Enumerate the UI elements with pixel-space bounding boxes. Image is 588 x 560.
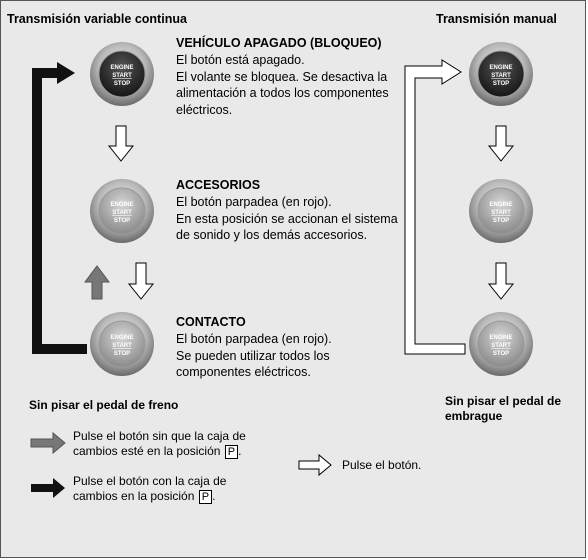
state-on-title: CONTACTO	[176, 315, 246, 329]
legend-black-line1: Pulse el botón con la caja de	[73, 474, 227, 488]
svg-text:ENGINE: ENGINE	[110, 65, 133, 71]
cvt-header: Transmisión variable continua	[7, 12, 187, 26]
manual-caption: Sin pisar el pedal de embrague	[445, 394, 561, 424]
legend-black-text: Pulse el botón con la caja de cambios en…	[73, 474, 226, 504]
svg-text:START: START	[112, 73, 132, 79]
white-down-arrow	[487, 262, 515, 300]
legend-white-arrow	[298, 453, 332, 477]
state-accessory-description: El botón parpadea (en rojo). En esta pos…	[176, 195, 398, 242]
gear-p-box: P	[224, 445, 239, 459]
gear-p-box: P	[198, 490, 213, 504]
svg-text:STOP: STOP	[493, 218, 509, 224]
cvt-caption: Sin pisar el pedal de freno	[29, 398, 179, 412]
engine-button-accessory-cvt: ENGINE START STOP	[90, 179, 154, 243]
manual-header: Transmisión manual	[436, 12, 557, 26]
legend-gray-text: Pulse el botón sin que la caja de cambio…	[73, 429, 246, 459]
svg-text:START: START	[112, 210, 132, 216]
legend-gray-line1: Pulse el botón sin que la caja de	[73, 429, 246, 443]
svg-text:ENGINE: ENGINE	[489, 335, 512, 341]
svg-text:ENGINE: ENGINE	[110, 202, 133, 208]
legend-white-text: Pulse el botón.	[342, 458, 422, 472]
svg-text:STOP: STOP	[114, 81, 130, 87]
black-loop-arrow	[32, 62, 87, 354]
svg-text:START: START	[491, 210, 511, 216]
legend-black-arrow	[31, 478, 65, 498]
svg-text:STOP: STOP	[493, 351, 509, 357]
svg-text:ENGINE: ENGINE	[110, 335, 133, 341]
white-down-arrow	[127, 262, 155, 300]
state-on-description: El botón parpadea (en rojo). Se pueden u…	[176, 332, 332, 379]
engine-button-off-cvt: ENGINE START STOP	[90, 42, 154, 106]
engine-button-off-manual: ENGINE START STOP	[469, 42, 533, 106]
svg-text:STOP: STOP	[114, 218, 130, 224]
svg-text:STOP: STOP	[114, 351, 130, 357]
legend-gray-line2: cambios esté en la posición P.	[73, 444, 242, 459]
manual-caption-line1: Sin pisar el pedal de	[445, 394, 562, 408]
white-down-arrow	[107, 125, 135, 162]
white-loop-arrow	[404, 59, 466, 355]
white-down-arrow	[487, 125, 515, 162]
svg-text:STOP: STOP	[493, 81, 509, 87]
state-off-description: El botón está apagado. El volante se blo…	[176, 53, 389, 117]
gray-up-arrow	[84, 265, 110, 300]
manual-caption-line2: embrague	[445, 409, 503, 423]
svg-text:START: START	[112, 343, 132, 349]
state-off-title: VEHÍCULO APAGADO (BLOQUEO)	[176, 36, 382, 50]
svg-text:ENGINE: ENGINE	[489, 202, 512, 208]
legend-gray-arrow	[30, 431, 66, 455]
svg-text:START: START	[491, 343, 511, 349]
engine-button-on-cvt: ENGINE START STOP	[90, 312, 154, 376]
engine-button-accessory-manual: ENGINE START STOP	[469, 179, 533, 243]
engine-button-on-manual: ENGINE START STOP	[469, 312, 533, 376]
state-accessory-title: ACCESORIOS	[176, 178, 261, 192]
svg-text:START: START	[491, 73, 511, 79]
legend-black-line2: cambios en la posición P.	[73, 489, 216, 504]
svg-text:ENGINE: ENGINE	[489, 65, 512, 71]
